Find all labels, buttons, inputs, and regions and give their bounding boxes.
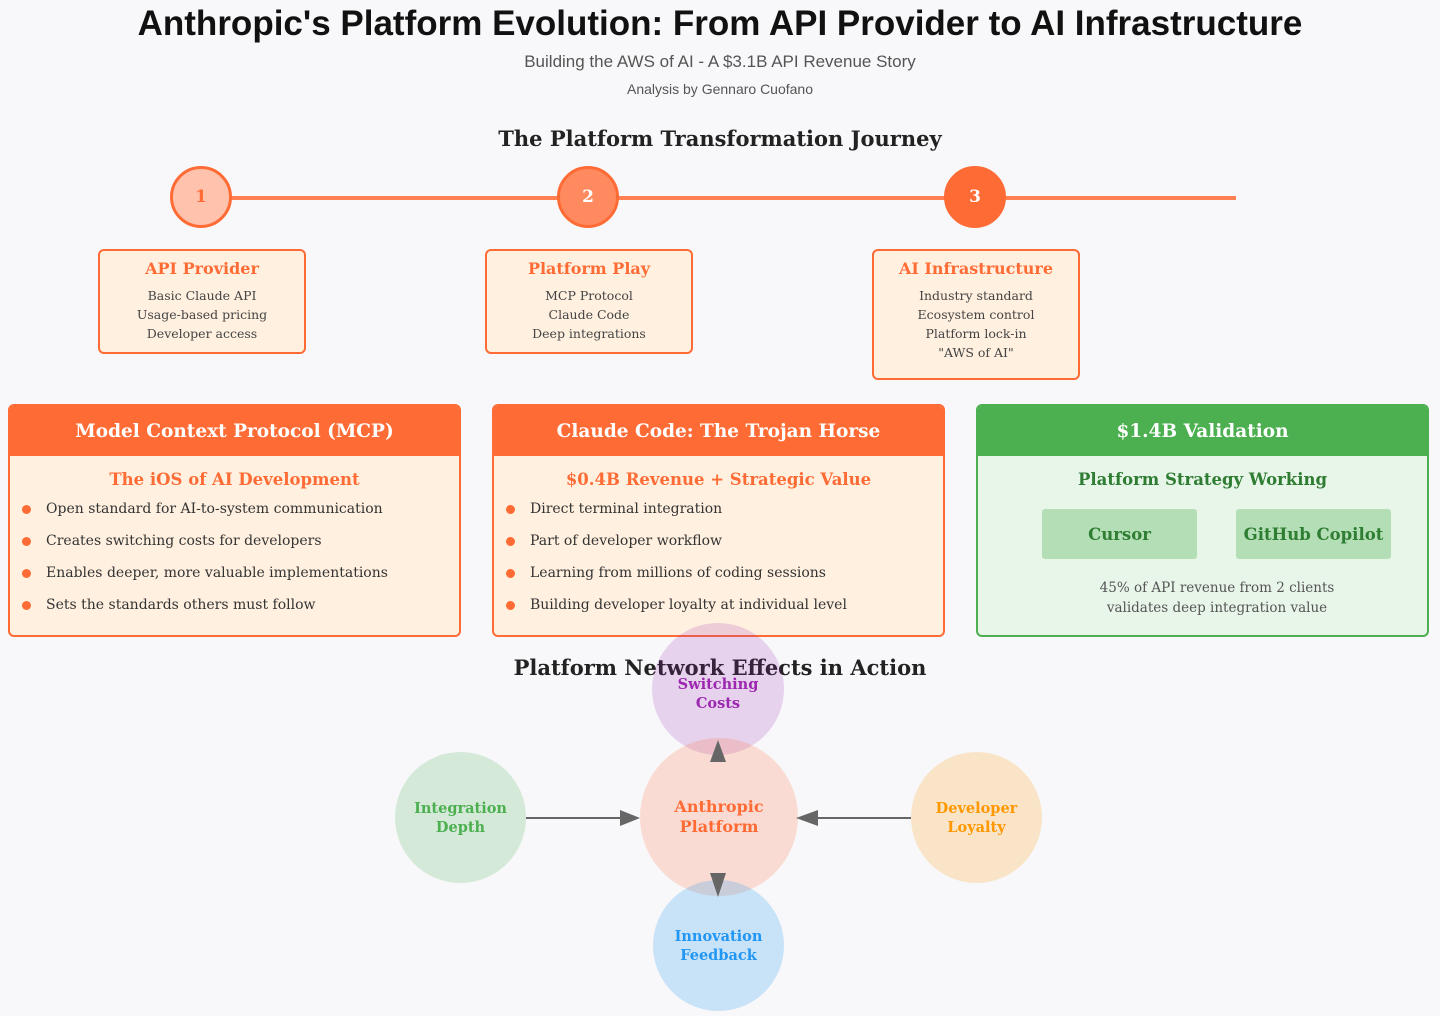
step-1-circle: 1 [170, 166, 232, 228]
stage-line: "AWS of AI" [938, 345, 1014, 360]
note-line: 45% of API revenue from 2 clients [1099, 580, 1335, 596]
bullet-dot-icon [506, 601, 515, 610]
bullet-text: Building developer loyalty at individual… [530, 597, 847, 613]
bullet-text: Enables deeper, more valuable implementa… [46, 565, 388, 581]
stage-line: Ecosystem control [917, 307, 1035, 322]
stage-line: Deep integrations [532, 326, 646, 341]
list-item: Open standard for AI-to-system communica… [22, 497, 459, 529]
arrow-icon [710, 873, 726, 897]
node-label: Loyalty [947, 818, 1006, 836]
mcp-card: Model Context Protocol (MCP) The iOS of … [8, 404, 461, 637]
step-3-circle: 3 [944, 166, 1006, 228]
page-subtitle: Building the AWS of AI - A $3.1B API Rev… [524, 52, 916, 71]
node-label: Feedback [680, 946, 757, 964]
mcp-card-subtitle: The iOS of AI Development [109, 470, 360, 489]
node-label: Switching [677, 676, 759, 693]
stage-line: Industry standard [919, 288, 1033, 303]
bullet-dot-icon [506, 537, 515, 546]
bullet-text: Sets the standards others must follow [46, 597, 316, 613]
validation-note: 45% of API revenue from 2 clients valida… [978, 578, 1427, 618]
network-heading: Platform Network Effects in Action [513, 655, 927, 680]
list-item: Building developer loyalty at individual… [506, 593, 943, 625]
arrow-icon [710, 740, 726, 762]
bullet-dot-icon [22, 569, 31, 578]
list-item: Part of developer workflow [506, 529, 943, 561]
bullet-dot-icon [22, 601, 31, 610]
list-item: Sets the standards others must follow [22, 593, 459, 625]
claude-code-card-header: Claude Code: The Trojan Horse [494, 406, 943, 456]
bullet-text: Open standard for AI-to-system communica… [46, 501, 383, 517]
node-label: Integration [414, 799, 507, 817]
claude-code-card-subtitle: $0.4B Revenue + Strategic Value [565, 470, 872, 489]
stage-title: AI Infrastructure [898, 259, 1054, 278]
page-title: Anthropic's Platform Evolution: From API… [137, 4, 1303, 43]
node-label: Costs [695, 695, 741, 712]
node-label: Depth [435, 818, 486, 836]
bullet-text: Learning from millions of coding session… [530, 565, 826, 581]
bullet-dot-icon [506, 505, 515, 514]
validation-card: $1.4B Validation Platform Strategy Worki… [976, 404, 1429, 637]
bullet-text: Part of developer workflow [530, 533, 723, 549]
node-label: Developer [935, 799, 1018, 817]
bullet-dot-icon [22, 537, 31, 546]
author-credit: Analysis by Gennaro Cuofano [627, 81, 813, 97]
stage-line: Claude Code [548, 307, 630, 322]
validation-card-header: $1.4B Validation [978, 406, 1427, 456]
client-github-copilot: GitHub Copilot [1236, 509, 1391, 559]
bullet-text: Direct terminal integration [530, 501, 723, 517]
step-1-number: 1 [195, 187, 207, 207]
list-item: Enables deeper, more valuable implementa… [22, 561, 459, 593]
step-2-number: 2 [582, 187, 594, 207]
note-line: validates deep integration value [1106, 600, 1328, 616]
client-cursor: Cursor [1042, 509, 1197, 559]
stage-platform-play: Platform Play MCP Protocol Claude Code D… [485, 249, 693, 354]
node-label: Anthropic [674, 797, 764, 816]
timeline-line [200, 196, 1236, 200]
bullet-text: Creates switching costs for developers [46, 533, 322, 549]
step-3-number: 3 [969, 187, 981, 207]
stage-title: Platform Play [527, 259, 651, 278]
stage-line: MCP Protocol [545, 288, 633, 303]
stage-title: API Provider [145, 259, 259, 278]
validation-card-subtitle: Platform Strategy Working [1077, 470, 1327, 489]
list-item: Creates switching costs for developers [22, 529, 459, 561]
stage-line: Platform lock-in [925, 326, 1027, 341]
step-2-circle: 2 [557, 166, 619, 228]
mcp-bullet-list: Open standard for AI-to-system communica… [10, 497, 459, 625]
arrow-icon [526, 810, 640, 826]
arrow-icon [796, 810, 911, 826]
list-item: Learning from millions of coding session… [506, 561, 943, 593]
journey-heading: The Platform Transformation Journey [498, 126, 942, 151]
bullet-dot-icon [506, 569, 515, 578]
mcp-card-header: Model Context Protocol (MCP) [10, 406, 459, 456]
stage-line: Developer access [146, 326, 258, 341]
claude-code-card: Claude Code: The Trojan Horse $0.4B Reve… [492, 404, 945, 637]
stage-line: Usage-based pricing [136, 307, 268, 322]
claude-code-bullet-list: Direct terminal integration Part of deve… [494, 497, 943, 625]
stage-ai-infrastructure: AI Infrastructure Industry standard Ecos… [872, 249, 1080, 380]
stage-line: Basic Claude API [147, 288, 257, 303]
node-label: Innovation [674, 927, 763, 945]
node-label: Platform [679, 817, 759, 836]
list-item: Direct terminal integration [506, 497, 943, 529]
bullet-dot-icon [22, 505, 31, 514]
stage-api-provider: API Provider Basic Claude API Usage-base… [98, 249, 306, 354]
